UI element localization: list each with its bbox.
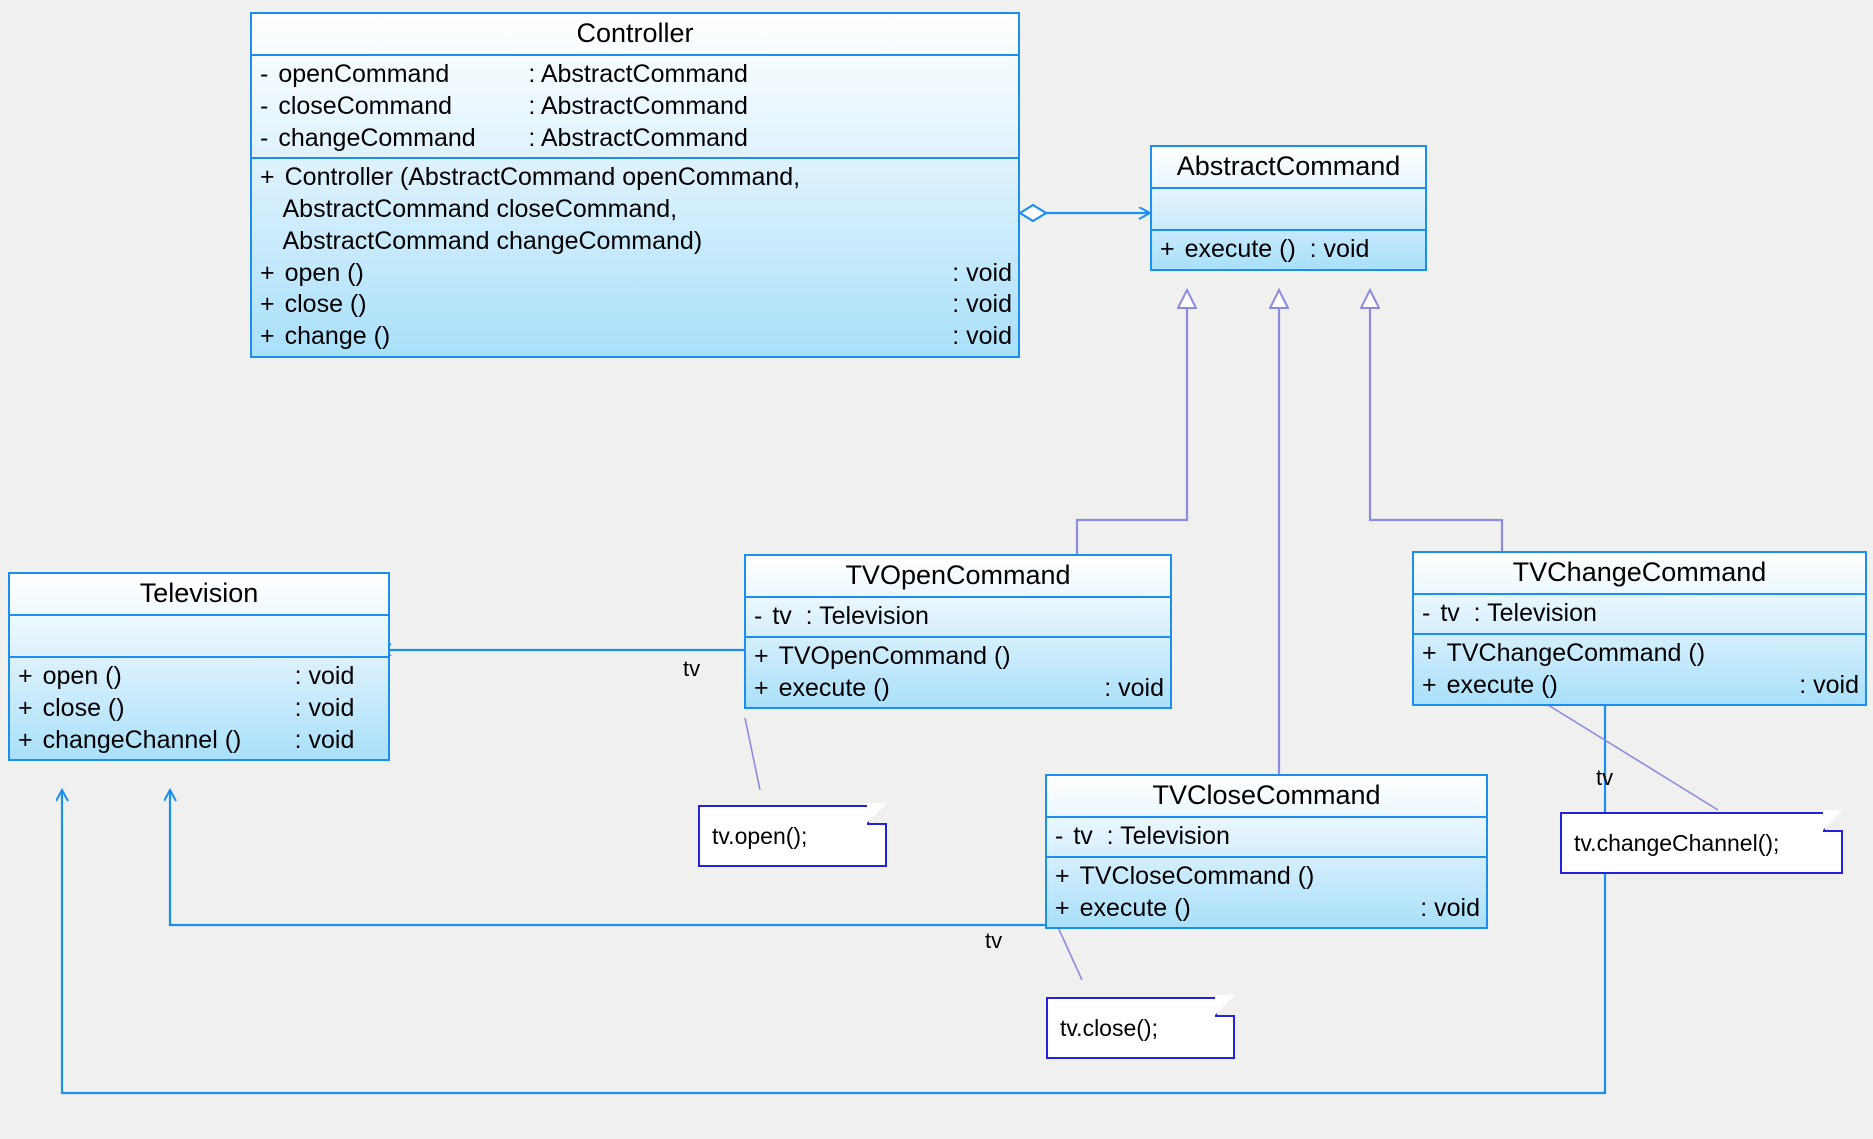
operation-row: +execute (): void (754, 673, 1164, 702)
note-text: tv.open(); (712, 822, 808, 849)
class-box-controller[interactable]: Controller -openCommand: AbstractCommand… (250, 12, 1020, 358)
role-label-change-tv: tv (1596, 765, 1614, 790)
operation-row: AbstractCommand changeCommand) (270, 226, 703, 255)
operation-row: +Controller (AbstractCommand openCommand… (260, 163, 801, 192)
attributes-compartment-television (10, 616, 388, 659)
class-box-tvclosecommand[interactable]: TVCloseCommand -tv : Television +TVClose… (1045, 774, 1488, 930)
operation-row: +TVOpenCommand () (754, 641, 1011, 670)
empty-attributes (10, 619, 388, 653)
class-box-television[interactable]: Television +open (): void +close (): voi… (8, 572, 390, 762)
aggregation-controller-abstractcommand (1017, 203, 1150, 223)
class-box-tvopencommand[interactable]: TVOpenCommand -tv : Television +TVOpenCo… (744, 554, 1172, 710)
attributes-compartment-abstractcommand (1152, 189, 1425, 232)
generalization-tvchangecommand-abstractcommand (1370, 290, 1504, 551)
operation-row: AbstractCommand closeCommand, (270, 195, 678, 224)
operation-row: +change (): void (260, 322, 1012, 351)
operation-row: +close (): void (260, 290, 1012, 319)
note-text: tv.close(); (1060, 1014, 1158, 1041)
role-label-close-tv: tv (985, 928, 1003, 953)
class-title-tvclosecommand: TVCloseCommand (1047, 776, 1486, 819)
class-title-controller: Controller (252, 14, 1018, 57)
operation-row: +execute () : void (1160, 235, 1370, 264)
operations-compartment-controller: +Controller (AbstractCommand openCommand… (252, 159, 1018, 356)
attribute-row: -openCommand: AbstractCommand (260, 60, 748, 89)
attributes-compartment-tvclosecommand: -tv : Television (1047, 818, 1486, 858)
operation-row: +execute (): void (1422, 670, 1859, 699)
generalization-tvopencommand-abstractcommand (1075, 290, 1187, 554)
note-fold-icon (1215, 995, 1235, 1017)
class-title-tvopencommand: TVOpenCommand (746, 556, 1170, 599)
note-fold-icon (1823, 810, 1843, 832)
attributes-compartment-tvchangecommand: -tv : Television (1414, 595, 1865, 635)
class-title-abstractcommand: AbstractCommand (1152, 147, 1425, 190)
attribute-row: -changeCommand: AbstractCommand (260, 123, 748, 152)
empty-attributes (1152, 192, 1425, 226)
operation-row: +execute (): void (1055, 893, 1480, 922)
operation-row: +open (): void (260, 258, 1012, 287)
operation-row: +TVCloseCommand () (1055, 861, 1315, 890)
association-tvclosecommand-television (170, 790, 1045, 927)
operation-row: +open (): void (18, 662, 355, 691)
class-box-abstractcommand[interactable]: AbstractCommand +execute () : void (1150, 145, 1427, 271)
note-fold-icon (867, 803, 887, 825)
operations-compartment-tvclosecommand: +TVCloseCommand () +execute (): void (1047, 858, 1486, 928)
note-leader-change (1539, 699, 1719, 811)
attributes-compartment-tvopencommand: -tv : Television (746, 598, 1170, 638)
note-leader-open (744, 717, 761, 791)
operations-compartment-tvchangecommand: +TVChangeCommand () +execute (): void (1414, 635, 1865, 705)
attribute-row: -tv : Television (754, 602, 929, 631)
operation-row: +close (): void (18, 693, 355, 722)
attribute-row: -closeCommand: AbstractCommand (260, 91, 748, 120)
note-tv-open[interactable]: tv.open(); (698, 803, 887, 867)
role-label-open-tv: tv (683, 656, 701, 681)
class-title-tvchangecommand: TVChangeCommand (1414, 553, 1865, 596)
note-text: tv.changeChannel(); (1574, 829, 1780, 856)
operations-compartment-tvopencommand: +TVOpenCommand () +execute (): void (746, 638, 1170, 708)
attribute-row: -tv : Television (1055, 822, 1230, 851)
operations-compartment-abstractcommand: +execute () : void (1152, 231, 1425, 269)
note-leader-close (1056, 924, 1083, 981)
operation-row: +changeChannel (): void (18, 725, 355, 754)
operation-row: +TVChangeCommand () (1422, 638, 1706, 667)
note-tv-close[interactable]: tv.close(); (1046, 995, 1235, 1059)
attribute-row: -tv : Television (1422, 599, 1597, 628)
class-box-tvchangecommand[interactable]: TVChangeCommand -tv : Television +TVChan… (1412, 551, 1867, 707)
operations-compartment-television: +open (): void +close (): void +changeCh… (10, 658, 388, 759)
attributes-compartment-controller: -openCommand: AbstractCommand -closeComm… (252, 56, 1018, 160)
note-tv-change[interactable]: tv.changeChannel(); (1560, 810, 1843, 874)
class-title-television: Television (10, 574, 388, 617)
